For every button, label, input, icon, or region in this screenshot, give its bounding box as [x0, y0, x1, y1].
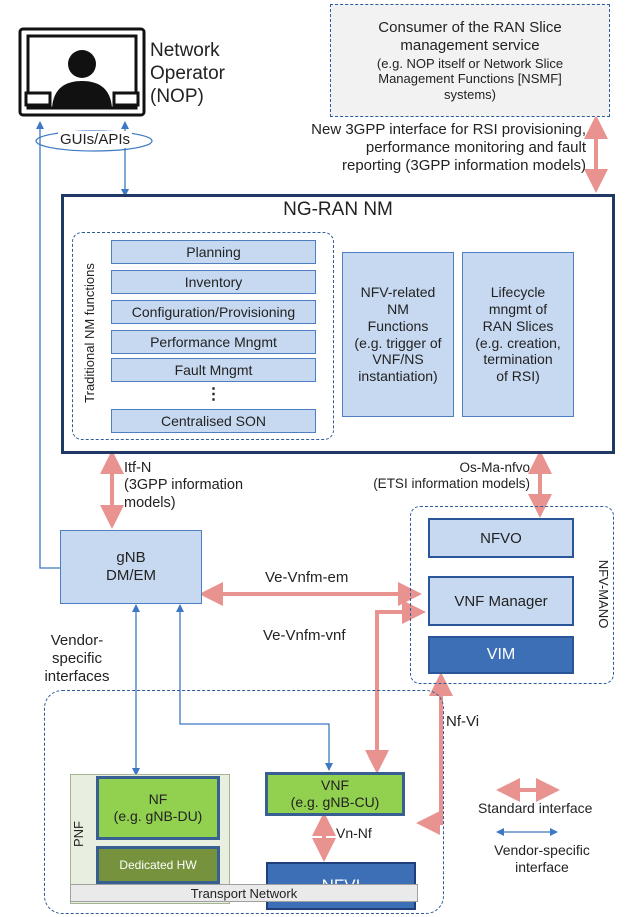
vn-nf-label: Vn-Nf: [336, 825, 372, 841]
consumer-detail: (e.g. NOP itself or Network Slice Manage…: [376, 55, 564, 102]
vnf-manager-box: VNF Manager: [428, 576, 574, 626]
function-planning: Planning: [111, 240, 316, 264]
operator-icon: [18, 27, 146, 121]
consumer-title: Consumer of the RAN Slice management ser…: [378, 18, 562, 54]
nfv-mano-group: [410, 506, 614, 684]
function-fault: Fault Mngmt: [111, 358, 316, 382]
legend-standard-label: Standard interface: [478, 800, 593, 816]
vendor-interfaces-label: Vendor- specific interfaces: [22, 632, 132, 686]
function-ellipsis: ⋮: [205, 386, 222, 403]
ve-vnfm-vnf-arrow: [365, 600, 426, 774]
function-inventory: Inventory: [111, 270, 316, 294]
legend-vendor-label: Vendor-specific interface: [494, 842, 590, 875]
dedicated-hw-box: Dedicated HW: [96, 846, 220, 884]
function-configuration: Configuration/Provisioning: [111, 300, 316, 324]
nfv-mano-label: NFV-MANO: [596, 559, 612, 629]
gui-api-label: GUIs/APIs: [58, 131, 133, 148]
new-interface-label: New 3GPP interface for RSI provisioning,…: [311, 121, 586, 174]
nf-gnb-du-box: NF (e.g. gNB-DU): [96, 776, 220, 840]
nm-title: NG-RAN NM: [283, 199, 393, 220]
ng-ran-infrastructure-group: [44, 690, 444, 914]
itf-n-label: Itf-N (3GPP information models): [124, 460, 244, 511]
function-performance: Performance Mngmt: [111, 330, 316, 354]
pnf-label: PNF: [70, 821, 86, 847]
function-centralised-son: Centralised SON: [111, 409, 316, 433]
traditional-functions-label: Traditional NM functions: [81, 263, 97, 403]
gnb-dm-em-box: gNB DM/EM: [60, 530, 202, 604]
traditional-functions-group: [72, 232, 334, 440]
ng-ran-nm-box: NG-RAN NM Traditional NM functions Plann…: [61, 194, 615, 454]
nf-vi-label: Nf-Vi: [446, 713, 480, 730]
vim-box: VIM: [428, 636, 574, 674]
nf-vi-arrow: [416, 672, 453, 835]
lifecycle-rsi: Lifecycle mngmt of RAN Slices (e.g. crea…: [462, 252, 574, 417]
vnf-gnb-cu-box: VNF (e.g. gNB-CU): [265, 772, 405, 816]
operator-label: Network Operator (NOP): [150, 40, 225, 107]
transport-network-bar: Transport Network: [70, 884, 418, 902]
ve-vnfm-em-label: Ve-Vnfm-em: [265, 569, 349, 586]
nfvo-box: NFVO: [428, 518, 574, 558]
os-ma-nfvo-label: Os-Ma-nfvo (ETSI information models): [373, 460, 530, 492]
dm-to-vnf-arrow: [176, 604, 333, 771]
ve-vnfm-vnf-label: Ve-Vnfm-vnf: [263, 627, 346, 644]
consumer-box: Consumer of the RAN Slice management ser…: [330, 4, 610, 117]
nfv-related-functions: NFV-related NM Functions (e.g. trigger o…: [342, 252, 454, 417]
